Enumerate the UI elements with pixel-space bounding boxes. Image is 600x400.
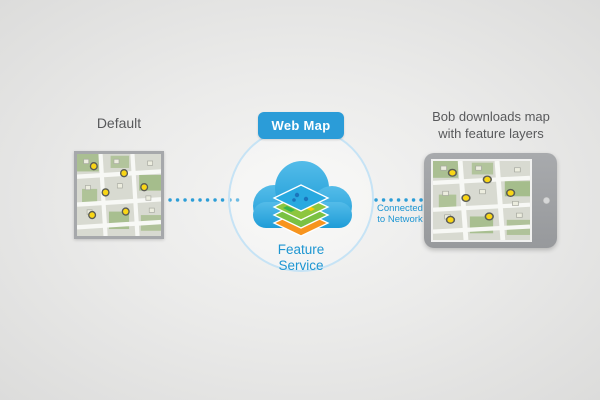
- right-caption: Bob downloads map with feature layers: [413, 108, 569, 142]
- feature-service-line1: Feature: [277, 242, 325, 257]
- connected-to-network-label: Connected to Network: [371, 203, 429, 225]
- right-caption-line2: with feature layers: [438, 126, 544, 141]
- map-thumbnail: [433, 161, 530, 240]
- connected-label-line2: to Network: [377, 214, 423, 225]
- default-map-thumbnail: [74, 151, 164, 239]
- camera-dot-icon: [543, 197, 550, 204]
- tablet-screen-map: [431, 159, 532, 242]
- feature-service-caption: Feature Service: [228, 242, 374, 274]
- right-caption-line1: Bob downloads map: [432, 109, 550, 124]
- web-map-badge: Web Map: [258, 112, 344, 139]
- gis-layers-icon: [272, 184, 330, 237]
- tablet-device: [424, 153, 557, 248]
- default-label: Default: [96, 115, 142, 131]
- connected-label-line1: Connected: [377, 203, 423, 214]
- web-map-badge-label: Web Map: [271, 118, 331, 133]
- feature-service-line2: Service: [278, 258, 324, 273]
- dotted-connector-right: [374, 198, 426, 202]
- map-thumbnail: [77, 154, 161, 236]
